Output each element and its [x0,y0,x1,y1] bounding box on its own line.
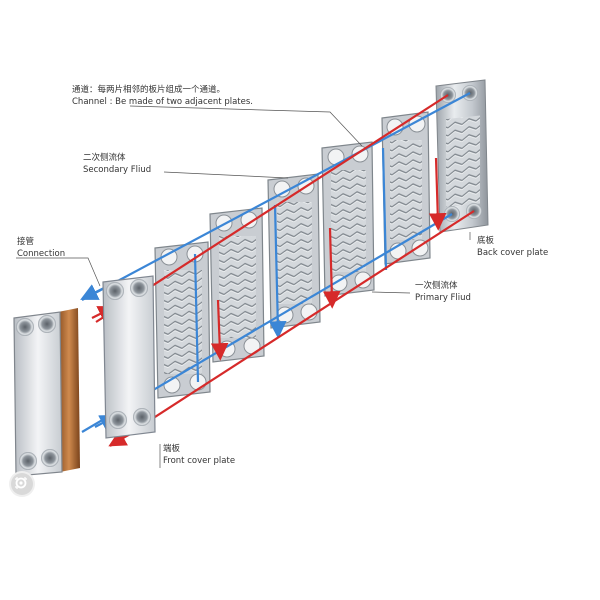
channel-label-cn: 通道：每两片相邻的板片组成一个通道。 [72,84,225,95]
plate-3 [209,207,265,363]
secondary-fluid-label-cn: 二次侧流体 [83,152,126,163]
assembled-heat-exchanger [13,308,80,477]
back-cover-label-cn: 底板 [477,235,495,246]
connection-label-cn: 接管 [17,236,34,247]
plate-4 [267,173,321,329]
front-cover-label-en: Front cover plate [163,456,235,466]
front-cover-label-cn: 端板 [163,443,181,454]
secondary-fluid-label-en: Secondary Fliud [83,165,151,175]
primary-fluid-label-cn: 一次侧流体 [415,280,458,291]
back-cover-label-en: Back cover plate [477,248,548,258]
leader-lines [16,105,471,468]
back-cover-plate [435,79,489,233]
lens-glyph [15,477,27,489]
front-cover-plate [102,275,156,439]
primary-flow-lines [91,94,475,447]
connection-label-en: Connection [17,249,65,259]
plate-5 [321,141,375,297]
channel-label-en: Channel : Be made of two adjacent plates… [72,97,253,107]
visual-search-icon[interactable] [11,473,33,495]
primary-fluid-label-en: Primary Fliud [415,293,471,303]
